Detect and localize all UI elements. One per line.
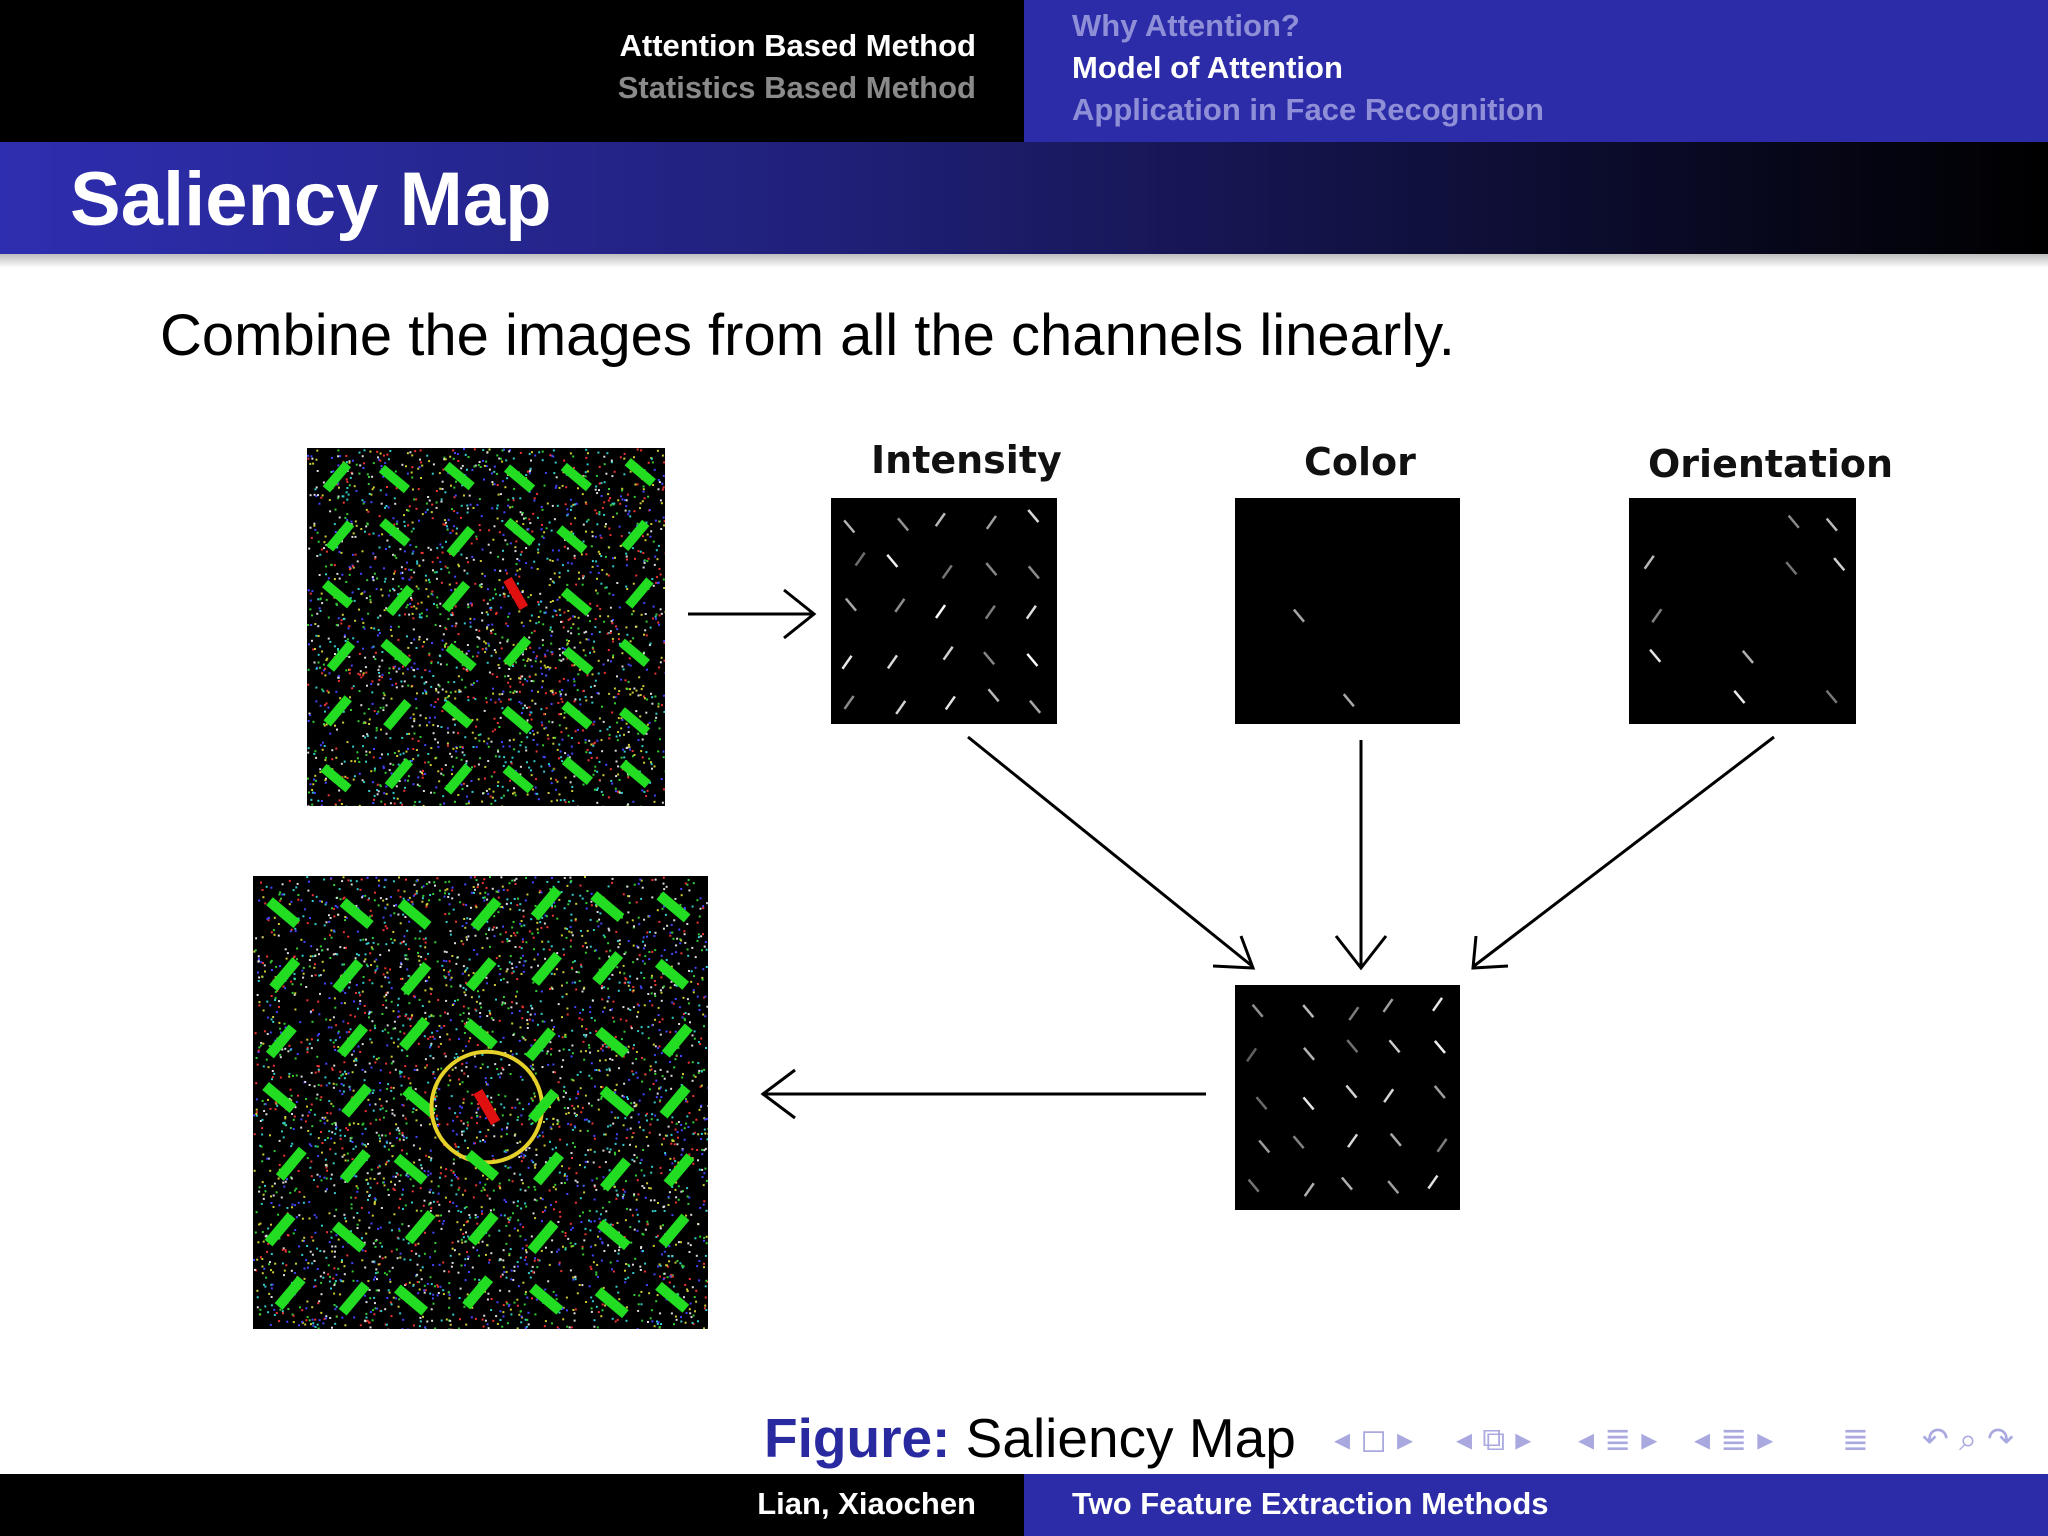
nav-subsection-why[interactable]: Why Attention? [1072,8,1300,43]
label-orientation: Orientation [1648,442,1894,486]
header-sections: Attention Based Method Statistics Based … [0,0,1024,142]
figure-caption: Figure: Saliency Map [764,1406,1296,1470]
slide-title: Saliency Map [70,157,552,242]
slide-body-text: Combine the images from all the channels… [160,303,1455,368]
label-color: Color [1304,440,1416,484]
arrow-saliency-to-output [760,1068,1206,1120]
label-intensity: Intensity [871,438,1062,482]
nav-subsection-face[interactable]: Application in Face Recognition [1072,92,1544,127]
caption-prefix: Figure: [764,1407,951,1469]
footer-author: Lian, Xiaochen [757,1486,976,1521]
arrow-color-to-saliency [1334,740,1388,971]
intensity-map-image [831,498,1057,724]
nav-subsection-model[interactable]: Model of Attention [1072,50,1343,85]
footer-title: Two Feature Extraction Methods [1072,1486,1549,1521]
title-bar: Saliency Map [0,142,2048,254]
nav-subsection-icon[interactable]: ◂ ⧉ ▸ [1456,1420,1532,1458]
caption-text: Saliency Map [965,1407,1296,1469]
input-stimulus-image [307,448,665,806]
orientation-map-image [1629,498,1856,724]
footer-author-bar: Lian, Xiaochen [0,1474,1024,1536]
arrow-intensity-to-saliency [967,735,1256,970]
arrow-input-to-intensity [688,588,817,640]
nav-section-statistics[interactable]: Statistics Based Method [617,70,976,105]
arrow-orientation-to-saliency [1471,735,1775,970]
title-shadow [0,254,2048,268]
saliency-map-image [1235,985,1460,1210]
nav-search-icon[interactable]: ↶ ⌕ ↷ [1922,1420,2014,1458]
nav-document-icon[interactable]: ◂ ≣ ▸ [1694,1420,1774,1458]
nav-frame-icon[interactable]: ◂ ◻ ▸ [1334,1420,1414,1458]
nav-section-icon[interactable]: ◂ ≣ ▸ [1578,1420,1658,1458]
header-subsections: Why Attention? Model of Attention Applic… [1024,0,2048,142]
color-map-image [1235,498,1460,724]
footer-title-bar: Two Feature Extraction Methods [1024,1474,2048,1536]
nav-toc-icon[interactable]: ≣ [1842,1420,1869,1458]
nav-section-attention[interactable]: Attention Based Method [619,28,977,63]
output-highlight-image [253,876,708,1329]
